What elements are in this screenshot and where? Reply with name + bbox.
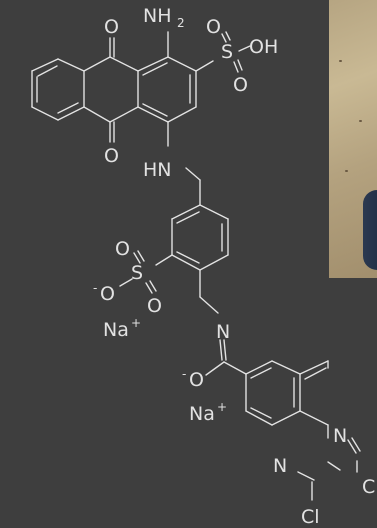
photo-flask — [363, 190, 377, 270]
charge-minus-2: - — [182, 367, 186, 381]
atom-imidate-oxygen: O — [189, 369, 204, 391]
atom-quinoxaline-nitrogen-1: N — [333, 425, 347, 447]
ring-quinoxaline-benzo — [245, 360, 301, 426]
atom-sulfur-top: S — [221, 41, 233, 63]
ring-middle — [83, 37, 139, 143]
atom-sulfur-top-oxygen-2: O — [233, 74, 248, 96]
sulfonate-mid — [119, 250, 157, 294]
atom-oxygen-bottom: O — [104, 145, 119, 167]
atom-sulfur-mid-oxygen-1: O — [115, 238, 130, 260]
charge-minus-1: - — [93, 281, 97, 295]
counterion-sodium-2-charge: + — [217, 400, 227, 414]
photo-speck — [359, 120, 362, 122]
atom-sulfur-top-oxygen-1: O — [206, 16, 221, 38]
ring-pyrazine — [297, 360, 361, 501]
ring-left — [31, 58, 85, 121]
atom-oxygen-top: O — [104, 16, 119, 38]
ring-benzene — [155, 204, 229, 314]
atom-imino-link: HN — [143, 159, 172, 181]
atom-sulfur-mid: S — [131, 262, 143, 284]
photo-speck — [339, 60, 342, 62]
linker-chain — [185, 167, 201, 206]
atom-sulfur-mid-oxygen-2: O — [147, 295, 162, 317]
atom-amine: NH — [143, 5, 172, 27]
photo-speck — [345, 170, 348, 172]
counterion-sodium-2: Na — [189, 403, 215, 425]
atom-amine-subscript: 2 — [177, 16, 185, 30]
atom-hydroxyl: OH — [249, 36, 278, 58]
atom-quinoxaline-nitrogen-2: N — [273, 455, 287, 477]
atom-sulfonate-oxygen: O — [100, 283, 115, 305]
counterion-sodium-1-charge: + — [131, 316, 141, 330]
ring-right — [137, 31, 214, 147]
atom-chlorine-1: Cl — [301, 506, 320, 528]
sulfonic-acid-top — [221, 31, 251, 73]
atom-chlorine-2: C — [362, 476, 375, 498]
atom-imine-nitrogen: N — [216, 321, 230, 343]
imidate — [205, 339, 247, 376]
counterion-sodium-1: Na — [103, 319, 129, 341]
background-photo — [329, 0, 377, 278]
